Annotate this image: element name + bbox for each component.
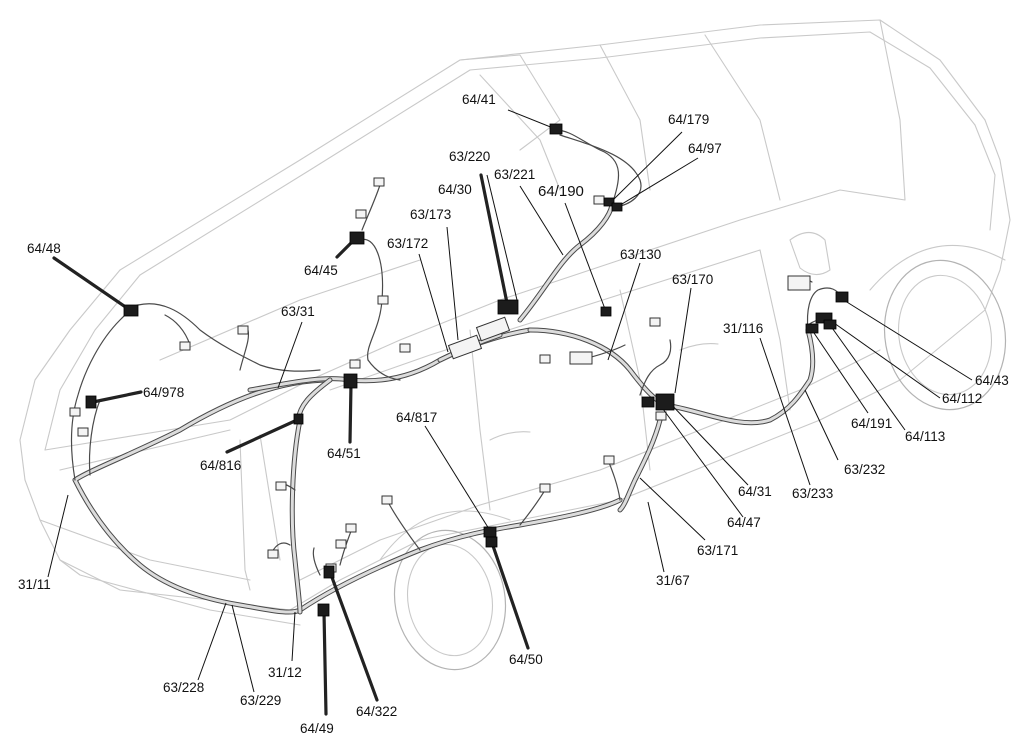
label-64-31: 64/31 <box>738 484 772 499</box>
connector-64-97 <box>611 202 623 212</box>
label-64-41: 64/41 <box>462 92 496 107</box>
connector-64-51 <box>343 373 358 389</box>
label-64-179: 64/179 <box>668 112 709 127</box>
connector-64-113 <box>823 319 837 330</box>
label-64-191: 64/191 <box>851 416 892 431</box>
label-64-30: 64/30 <box>438 182 472 197</box>
car-body-outline <box>19 19 1011 671</box>
callout-labels: 64/41 64/179 64/97 63/220 63/221 64/190 … <box>18 92 1009 736</box>
connector-64-41 <box>549 123 563 135</box>
label-63-221: 63/221 <box>494 167 535 182</box>
label-63-228: 63/228 <box>163 680 204 695</box>
small-connectors <box>69 177 811 573</box>
label-64-45: 64/45 <box>304 263 338 278</box>
connector-64-191 <box>805 323 819 334</box>
label-63-170: 63/170 <box>672 272 713 287</box>
label-64-817: 64/817 <box>396 410 437 425</box>
label-31-12: 31/12 <box>268 665 302 680</box>
connector-64-817 <box>483 526 497 538</box>
label-63-130: 63/130 <box>620 247 661 262</box>
label-31-67: 31/67 <box>656 573 690 588</box>
label-64-49: 64/49 <box>300 721 334 736</box>
connector-64-816 <box>293 413 304 425</box>
connector-64-48 <box>123 304 139 317</box>
label-64-47: 64/47 <box>727 515 761 530</box>
label-64-50: 64/50 <box>509 652 543 667</box>
label-63-171: 63/171 <box>697 543 738 558</box>
label-63-172: 63/172 <box>387 236 428 251</box>
label-64-978: 64/978 <box>143 385 184 400</box>
connector-64-43 <box>835 291 849 303</box>
label-63-232: 63/232 <box>844 462 885 477</box>
label-64-816: 64/816 <box>200 458 241 473</box>
labeled-connectors <box>85 123 849 617</box>
label-64-48: 64/48 <box>27 241 61 256</box>
label-63-233: 63/233 <box>792 486 833 501</box>
connector-64-30 <box>497 299 519 315</box>
harness-cables <box>70 129 843 615</box>
connector-64-50 <box>485 536 498 548</box>
label-64-97: 64/97 <box>688 141 722 156</box>
connector-64-978 <box>85 395 97 409</box>
connector-64-179 <box>603 197 615 207</box>
label-64-113: 64/113 <box>905 429 945 444</box>
label-63-220: 63/220 <box>449 149 490 164</box>
connector-64-45 <box>349 231 365 245</box>
label-63-229: 63/229 <box>240 693 281 708</box>
label-64-51: 64/51 <box>327 446 361 461</box>
label-31-11: 31/11 <box>18 577 51 592</box>
label-64-43: 64/43 <box>975 373 1009 388</box>
label-64-112: 64/112 <box>942 391 982 406</box>
connector-64-49 <box>317 603 330 617</box>
label-64-322: 64/322 <box>356 704 397 719</box>
label-31-116: 31/116 <box>723 321 763 336</box>
label-64-190: 64/190 <box>538 183 584 200</box>
leader-lines <box>47 109 973 716</box>
connector-64-322 <box>323 565 335 579</box>
connector-64-47 <box>641 396 655 408</box>
connector-64-190 <box>600 306 612 317</box>
connector-64-31 <box>655 393 675 411</box>
label-63-173: 63/173 <box>410 207 451 222</box>
label-63-31: 63/31 <box>281 304 315 319</box>
